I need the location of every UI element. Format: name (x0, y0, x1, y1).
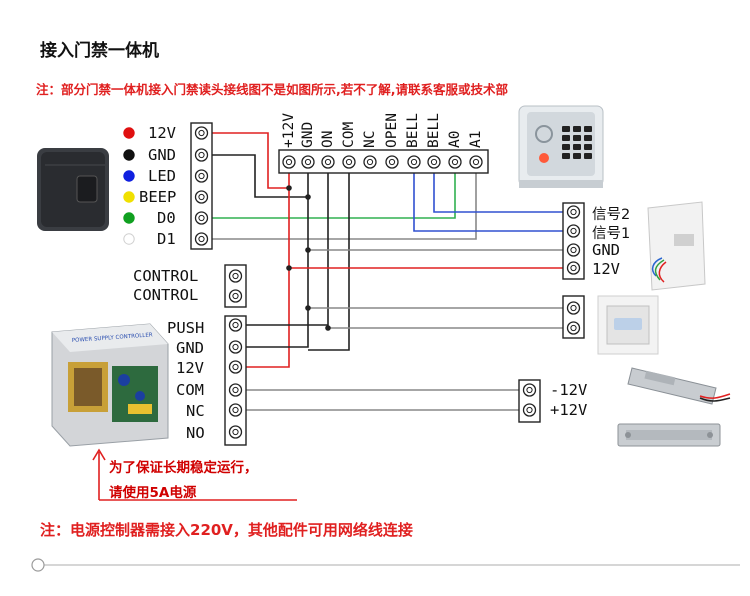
controller-terminal-screw (363, 155, 377, 169)
top-note: 注：部分门禁一体机接入门禁读头接线图不是如图所示,若不了解,请联系客服或技术部 (36, 82, 508, 97)
power-terminal-screw (228, 383, 243, 397)
controller-terminal-screw (469, 155, 483, 169)
power-terminal-screw (228, 340, 243, 354)
doorbell-label-signal1: 信号1 (592, 226, 631, 242)
doorbell-image (647, 201, 706, 291)
power-terminal-screw (228, 403, 243, 417)
reader-label-beep: BEEP (139, 188, 177, 206)
controller-label-a0: A0 (447, 130, 463, 148)
exit-button-terminal-screw (566, 321, 581, 335)
doorbell-terminal-screw (566, 261, 581, 275)
controller-terminal-screw (301, 155, 315, 169)
power-label-12v: 12V (176, 359, 204, 377)
controller-label-gnd: GND (300, 121, 316, 148)
stability-note-line1: 为了保证长期稳定运行， (109, 460, 258, 476)
stability-note-line2: 请使用5A电源 (109, 485, 197, 501)
reader-wire-color-dot (123, 233, 135, 245)
reader-terminal-screw (194, 148, 209, 162)
lock-label-neg12v: -12V (550, 381, 588, 399)
control-terminal-screw (228, 289, 243, 303)
power-label-gnd: GND (176, 339, 204, 357)
doorbell-label-signal2: 信号2 (592, 207, 631, 223)
power-supply-image: POWER SUPPLY CONTROLLER (51, 323, 169, 447)
reader-terminal-screw (194, 211, 209, 225)
power-label-push: PUSH (167, 319, 205, 337)
lock-terminal-screw (522, 403, 537, 417)
control-label-2: CONTROL (133, 286, 199, 304)
doorbell-label-gnd: GND (592, 241, 620, 259)
doorbell-terminal-screw (566, 224, 581, 238)
controller-label-on: ON (320, 130, 336, 148)
reader-label-d1: D1 (157, 230, 176, 248)
controller-terminal-screw (385, 155, 399, 169)
reader-label-12v: 12V (148, 124, 176, 142)
controller-terminal-screw (282, 155, 296, 169)
controller-terminal-screw (448, 155, 462, 169)
exit-button-image (597, 295, 659, 355)
reader-label-gnd: GND (148, 146, 176, 164)
controller-terminal-screw (407, 155, 421, 169)
reader-wire-color-dot (123, 127, 135, 139)
controller-terminal-screw (427, 155, 441, 169)
reader-wire-color-dot (123, 212, 135, 224)
stability-note-bracket (92, 448, 297, 501)
power-terminal-screw (228, 318, 243, 332)
power-box-label: POWER SUPPLY CONTROLLER (72, 332, 153, 344)
controller-label-nc: NC (362, 130, 378, 148)
power-label-nc: NC (186, 402, 205, 420)
reader-terminal-screw (194, 232, 209, 246)
controller-terminal-screw (321, 155, 335, 169)
card-reader-image (37, 148, 109, 231)
doorbell-label-12v: 12V (592, 260, 620, 278)
access-keypad-image (518, 105, 604, 188)
control-label-1: CONTROL (133, 267, 199, 285)
controller-label-bell-1: BELL (405, 113, 421, 148)
controller-label-open: OPEN (384, 113, 400, 148)
control-terminal-screw (228, 269, 243, 283)
reader-wire-color-dot (123, 149, 135, 161)
reader-label-led: LED (148, 167, 176, 185)
controller-terminal-screw (342, 155, 356, 169)
page-title: 接入门禁一体机 (40, 41, 159, 61)
reader-label-d0: D0 (157, 209, 176, 227)
reader-terminal-block (190, 122, 213, 250)
reader-terminal-screw (194, 126, 209, 140)
lock-label-pos12v: +12V (550, 401, 588, 419)
exit-button-terminal-screw (566, 301, 581, 315)
reader-wire-color-dot (123, 170, 135, 182)
power-terminal-screw (228, 360, 243, 374)
doorbell-terminal-screw (566, 243, 581, 257)
controller-label-12v: +12V (281, 113, 297, 148)
wires (212, 132, 563, 411)
doorbell-terminal-block (562, 202, 585, 280)
bolt-lock-image (627, 367, 731, 405)
bottom-note: 注：电源控制器需接入220V，其他配件可用网络线连接 (40, 521, 413, 539)
reader-terminal-screw (194, 169, 209, 183)
power-terminal-screw (228, 425, 243, 439)
power-label-no: NO (186, 424, 205, 442)
doorbell-terminal-screw (566, 205, 581, 219)
controller-label-com: COM (341, 121, 357, 148)
reader-terminal-screw (194, 190, 209, 204)
power-label-com: COM (176, 381, 204, 399)
lock-terminal-screw (522, 383, 537, 397)
controller-label-a1: A1 (468, 130, 484, 148)
reader-wire-color-dot (123, 191, 135, 203)
controller-label-bell-2: BELL (426, 113, 442, 148)
magnetic-lock-image (617, 423, 721, 447)
